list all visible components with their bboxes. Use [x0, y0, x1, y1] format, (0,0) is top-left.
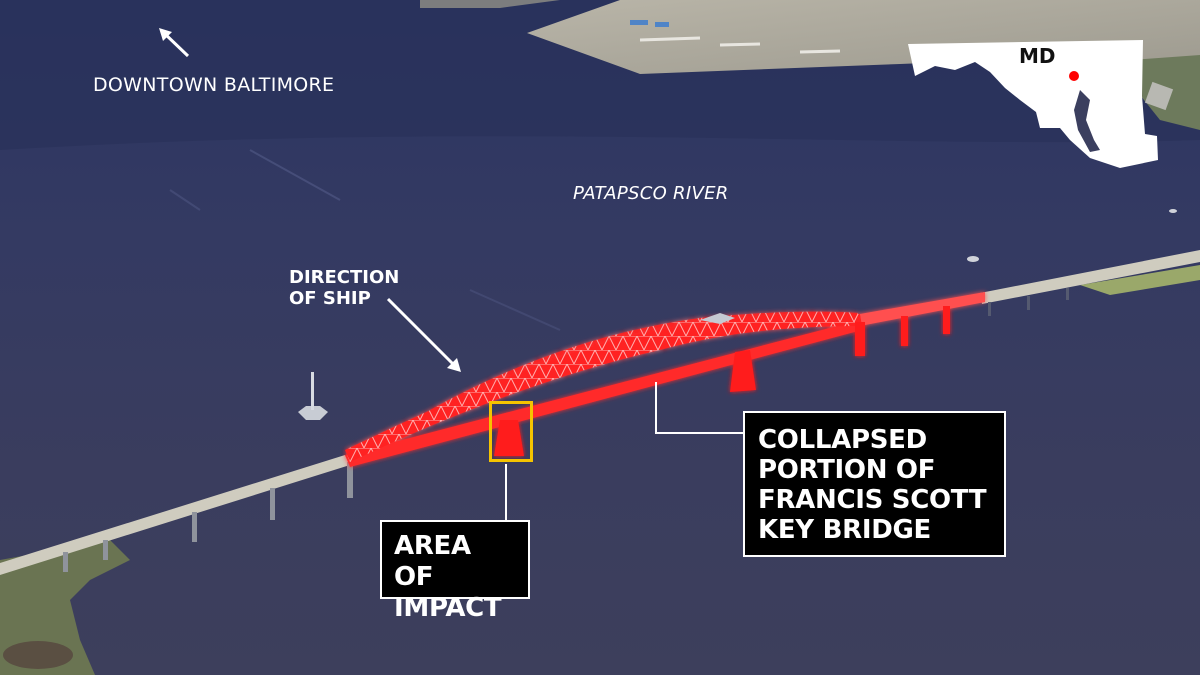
callout-line: IMPACT: [394, 593, 502, 623]
bridge-deck-left: [0, 455, 350, 575]
collapsed-bridge-span: [345, 292, 985, 467]
area-of-impact-highlight: [489, 401, 533, 462]
area-of-impact-callout: AREA OF IMPACT: [380, 520, 530, 623]
callout-line: PORTION OF: [758, 455, 936, 485]
arrow-up-left-icon: [159, 28, 190, 58]
collapsed-leader-line: [655, 382, 743, 434]
patapsco-river-label: PATAPSCO RIVER: [573, 183, 729, 204]
callout-line: KEY BRIDGE: [758, 515, 931, 545]
direction-line-1: DIRECTION: [289, 267, 400, 288]
state-abbrev-label: MD: [1019, 44, 1056, 68]
direction-of-ship-label: DIRECTION OF SHIP: [289, 267, 399, 309]
callout-line: AREA OF: [394, 531, 471, 592]
downtown-baltimore-label: DOWNTOWN BALTIMORE: [93, 74, 335, 96]
bridge-deck-right: [980, 250, 1200, 304]
callout-line: FRANCIS SCOTT: [758, 485, 987, 515]
callout-line: COLLAPSED: [758, 425, 927, 455]
pier-protection-dolphin: [298, 372, 328, 420]
maryland-inset-map: [908, 40, 1158, 168]
direction-line-2: OF SHIP: [289, 288, 371, 309]
arrow-down-right-icon: [386, 297, 461, 372]
baltimore-location-marker: [1069, 71, 1079, 81]
collapsed-portion-callout: COLLAPSED PORTION OF FRANCIS SCOTT KEY B…: [743, 411, 1006, 557]
